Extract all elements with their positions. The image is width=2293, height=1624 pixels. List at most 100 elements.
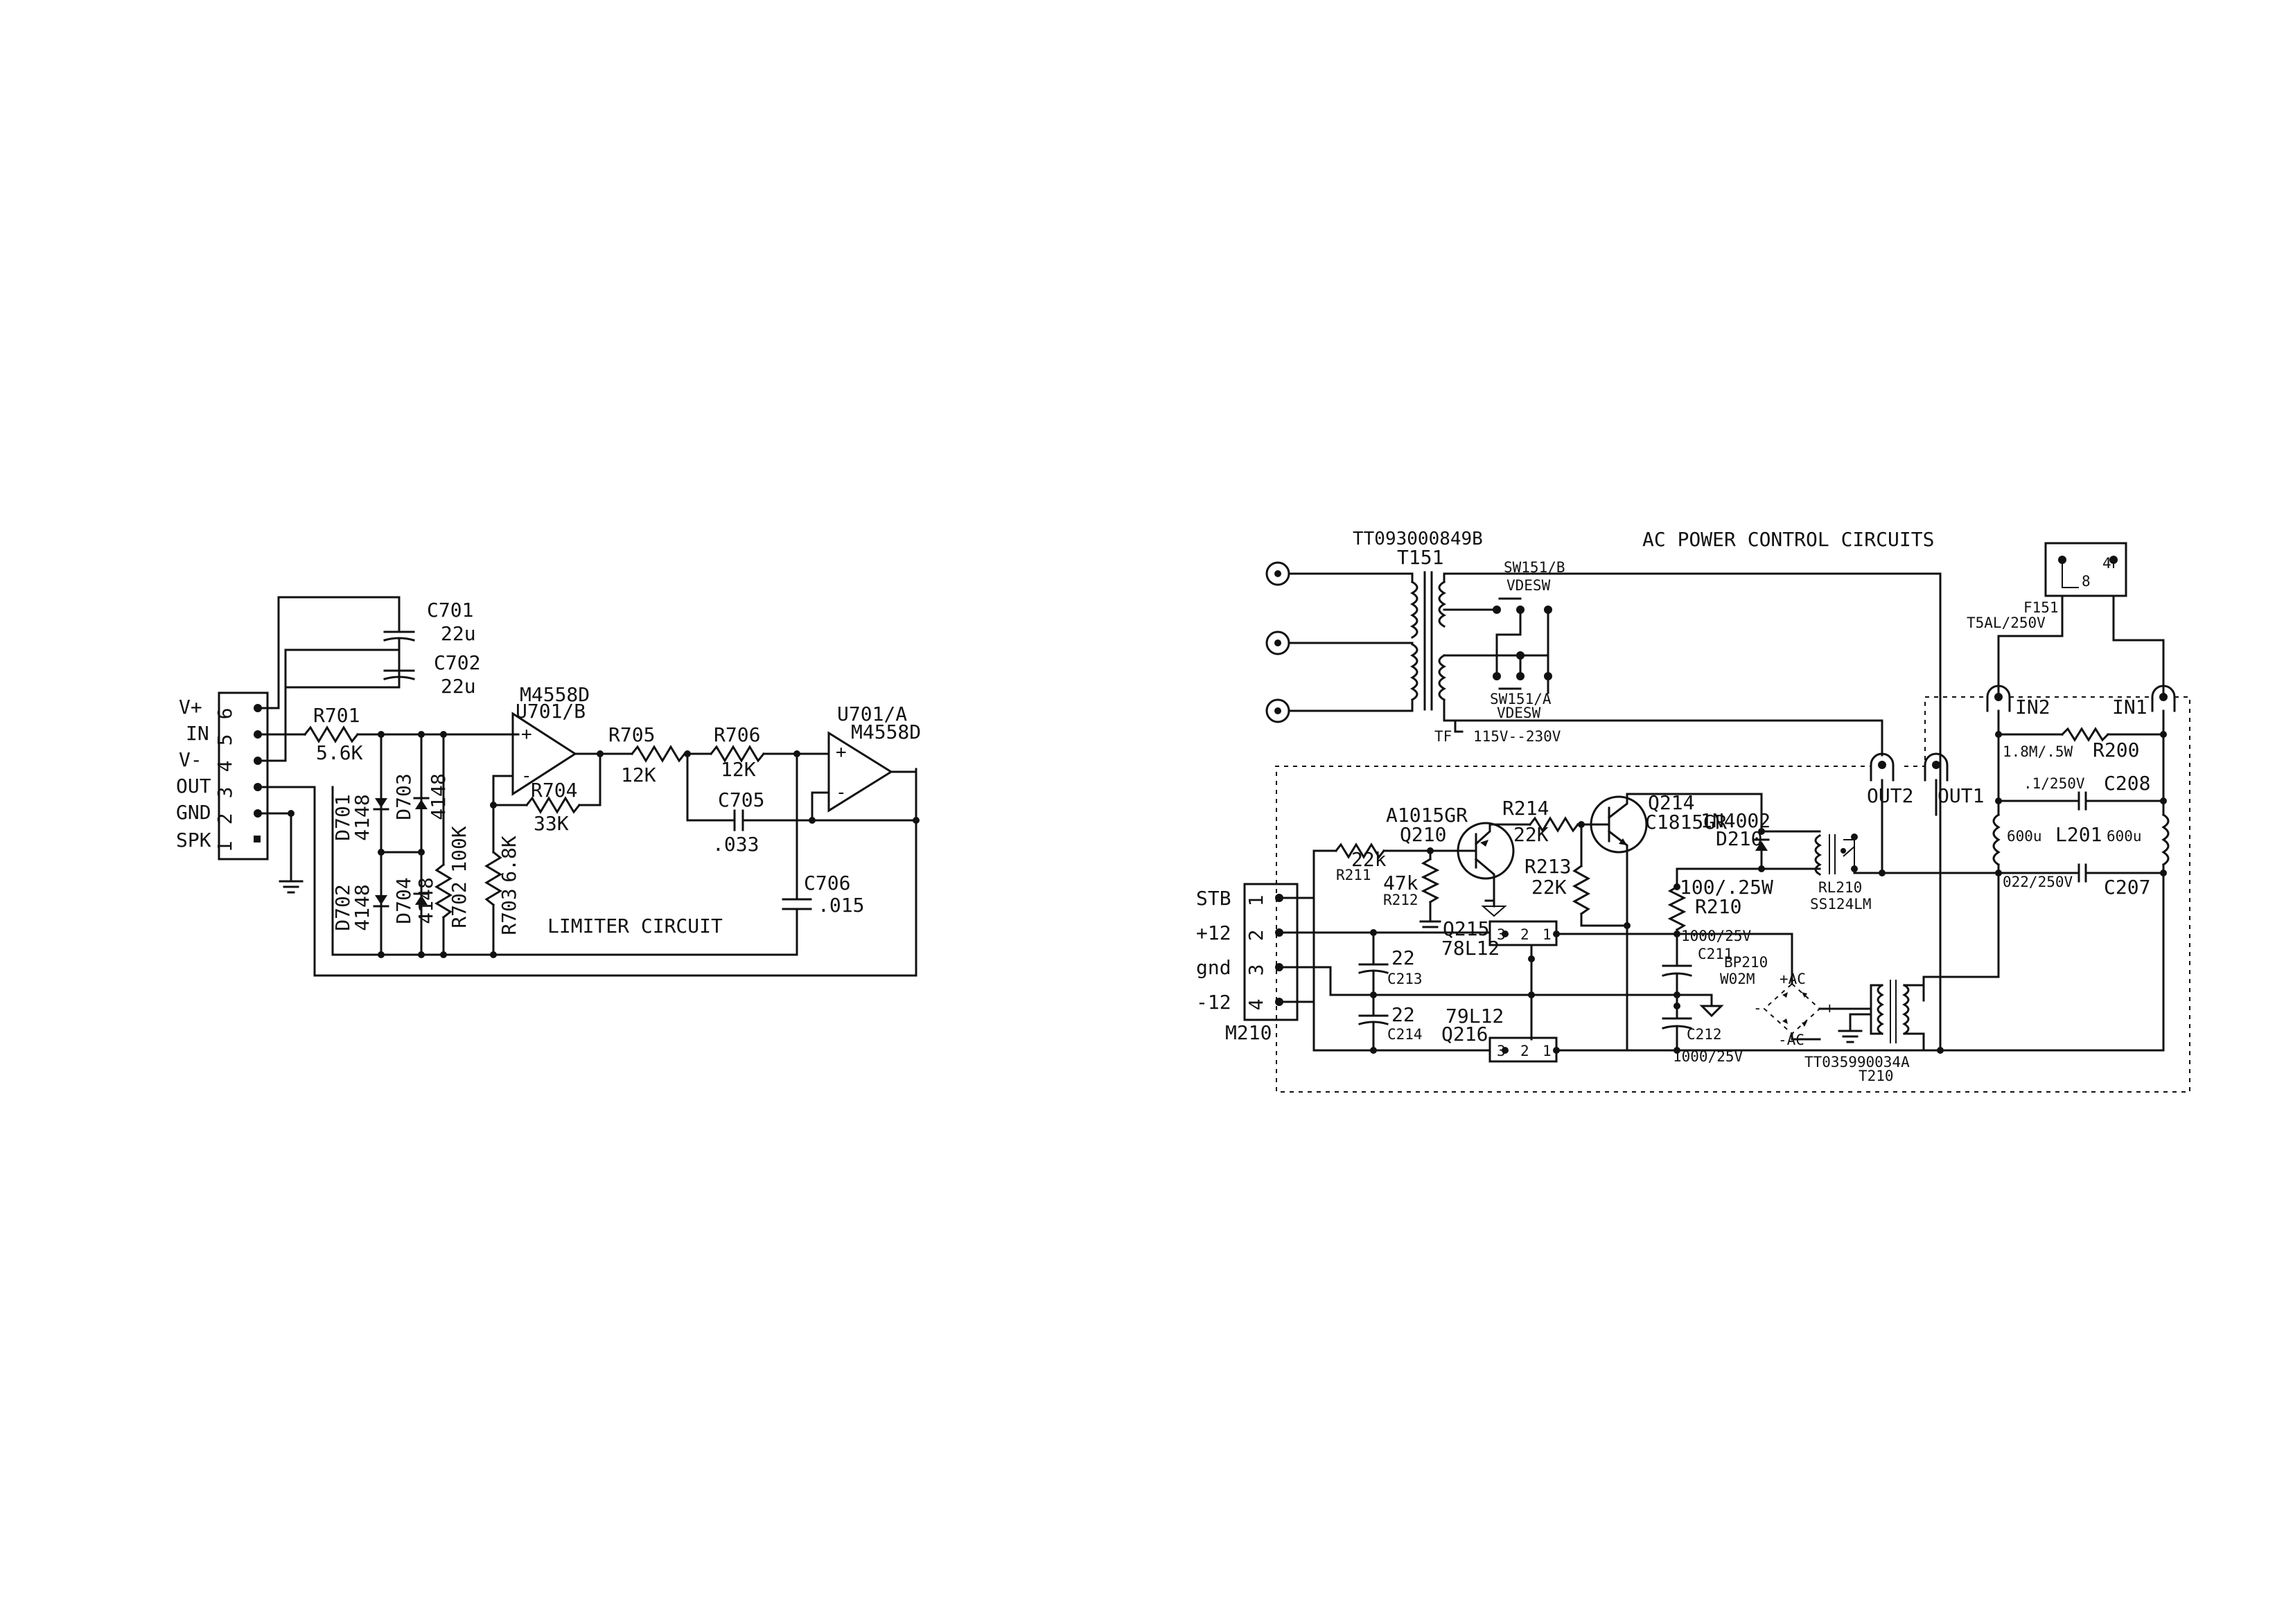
u701a-part: M4558D (851, 721, 921, 743)
r706-resistor (709, 745, 766, 763)
q214-part: C1815GR (1645, 811, 1727, 833)
bp210-part: W02M (1720, 971, 1755, 987)
u701b-ref: U701/B (516, 700, 586, 723)
q215-pin-1: 1 (1543, 926, 1552, 943)
r701-val: 5.6K (316, 741, 363, 764)
d210-ref: D210 (1716, 827, 1762, 850)
r212-resistor (1421, 857, 1440, 904)
t151-part: TT093000849B (1353, 529, 1483, 549)
u701b-opamp (511, 712, 577, 796)
t210-part: TT035990034A (1804, 1054, 1910, 1070)
m210-pin-name-minus12: -12 (1196, 991, 1231, 1014)
l201-inductor (1992, 813, 2170, 867)
d703-diode (415, 800, 428, 809)
c213-val: 22 (1391, 946, 1415, 969)
u701b-part: M4558D (520, 683, 590, 706)
c702-capacitor (383, 669, 415, 680)
d704-diode (415, 895, 428, 905)
pin-name-out: OUT (176, 775, 211, 797)
svg-text:8: 8 (2082, 573, 2091, 590)
c214-val: 22 (1391, 1003, 1415, 1026)
pin-name-in: IN (186, 722, 209, 745)
c213-ref: C213 (1387, 971, 1423, 987)
pin-name-spk: SPK (176, 829, 211, 851)
r701-ref: R701 (313, 704, 360, 727)
q215-ref: Q215 (1443, 917, 1489, 940)
c706-ref: C706 (804, 872, 850, 894)
out2-label: OUT2 (1867, 784, 1913, 807)
r210-ref: R210 (1695, 895, 1741, 918)
c705-ref: C705 (718, 788, 764, 811)
r703-ref: R703 (498, 888, 520, 935)
rl210-ref: RL210 (1818, 879, 1862, 896)
u701a-ref: U701/A (837, 703, 907, 725)
u701b-minus: - (521, 766, 532, 786)
q216-pin-1: 1 (1543, 1043, 1552, 1059)
out2-terminal (1870, 752, 1895, 782)
c207-val: 022/250V (2003, 874, 2073, 890)
r211-resistor (1334, 842, 1386, 859)
r706-ref: R706 (714, 723, 760, 746)
m210-pin-num-2: 2 (1245, 930, 1267, 942)
c705-val: .033 (712, 833, 759, 856)
d701-diode (375, 798, 387, 808)
d702-diode (375, 895, 387, 905)
t151-transformer (1409, 571, 1447, 711)
out1-label: OUT1 (1938, 784, 1984, 807)
tf-label: TF (1434, 728, 1452, 745)
in1-terminal (2151, 685, 2176, 712)
m210-pin-name-plus12: +12 (1196, 921, 1231, 944)
bp210-minus: - (1753, 1000, 1762, 1016)
c701-capacitor (383, 630, 415, 648)
pin-num-6: 6 (213, 708, 236, 720)
pin-num-4: 4 (213, 761, 236, 773)
r214-resistor (1528, 816, 1580, 833)
c214-ref: C214 (1387, 1026, 1423, 1043)
d704-val: 4148 (414, 877, 437, 924)
in2-terminal (1986, 685, 2011, 712)
t151-ref: T151 (1397, 546, 1443, 569)
bp210-ref: BP210 (1724, 954, 1768, 971)
limiter-connector-pins: V+ IN V- OUT GND SPK 6 5 4 3 2 1 (176, 696, 262, 852)
r702-resistor (434, 863, 453, 919)
c211-ref: C211 (1698, 946, 1733, 962)
rl210-relay (1814, 833, 1858, 876)
sw151a-switch (1493, 654, 1552, 690)
in1-label: IN1 (2112, 696, 2147, 718)
r211-val: 22k (1351, 848, 1387, 871)
r214-val: 22K (1513, 823, 1549, 846)
m210-pin-name-stb: STB (1196, 887, 1231, 910)
r213-ref: R213 (1525, 855, 1571, 878)
m210-pin-name-gnd: gnd (1196, 956, 1231, 979)
q216-part: 79L12 (1446, 1005, 1504, 1027)
r703-val: 6.8K (498, 836, 520, 883)
r200-resistor (2060, 727, 2110, 742)
c212-val: 1000/25V (1673, 1048, 1743, 1065)
q210-ground-icon (1481, 906, 1507, 917)
r704-resistor (525, 796, 581, 814)
d704-ref: D704 (392, 877, 415, 924)
c208-val: .1/250V (2023, 775, 2085, 792)
r705-resistor (630, 745, 687, 763)
m210-pin-num-3: 3 (1245, 964, 1267, 976)
pin-name-gnd: GND (176, 801, 211, 824)
rl210-part: SS124LM (1810, 896, 1872, 912)
m210-ref: M210 (1225, 1021, 1272, 1044)
d702-ref: D702 (331, 884, 354, 930)
pin-name-vplus: V+ (179, 696, 202, 718)
c211-val: 1000/25V (1681, 928, 1752, 944)
r705-val: 12K (621, 764, 656, 786)
r212-val: 47k (1383, 872, 1418, 894)
r702-val: 100K (448, 826, 471, 873)
m210-connector (1243, 883, 1299, 1021)
pin-name-vminus: V- (179, 748, 202, 771)
r701-resistor (303, 725, 360, 743)
q216-ref: Q216 (1441, 1023, 1488, 1045)
q215-pin-3: 3 (1497, 926, 1506, 943)
ac-input-terminals (1265, 561, 1290, 723)
r210-resistor (1667, 885, 1687, 932)
c701-val: 22u (441, 622, 476, 645)
u701a-minus: - (836, 782, 847, 803)
r212-ref: R212 (1383, 892, 1418, 908)
